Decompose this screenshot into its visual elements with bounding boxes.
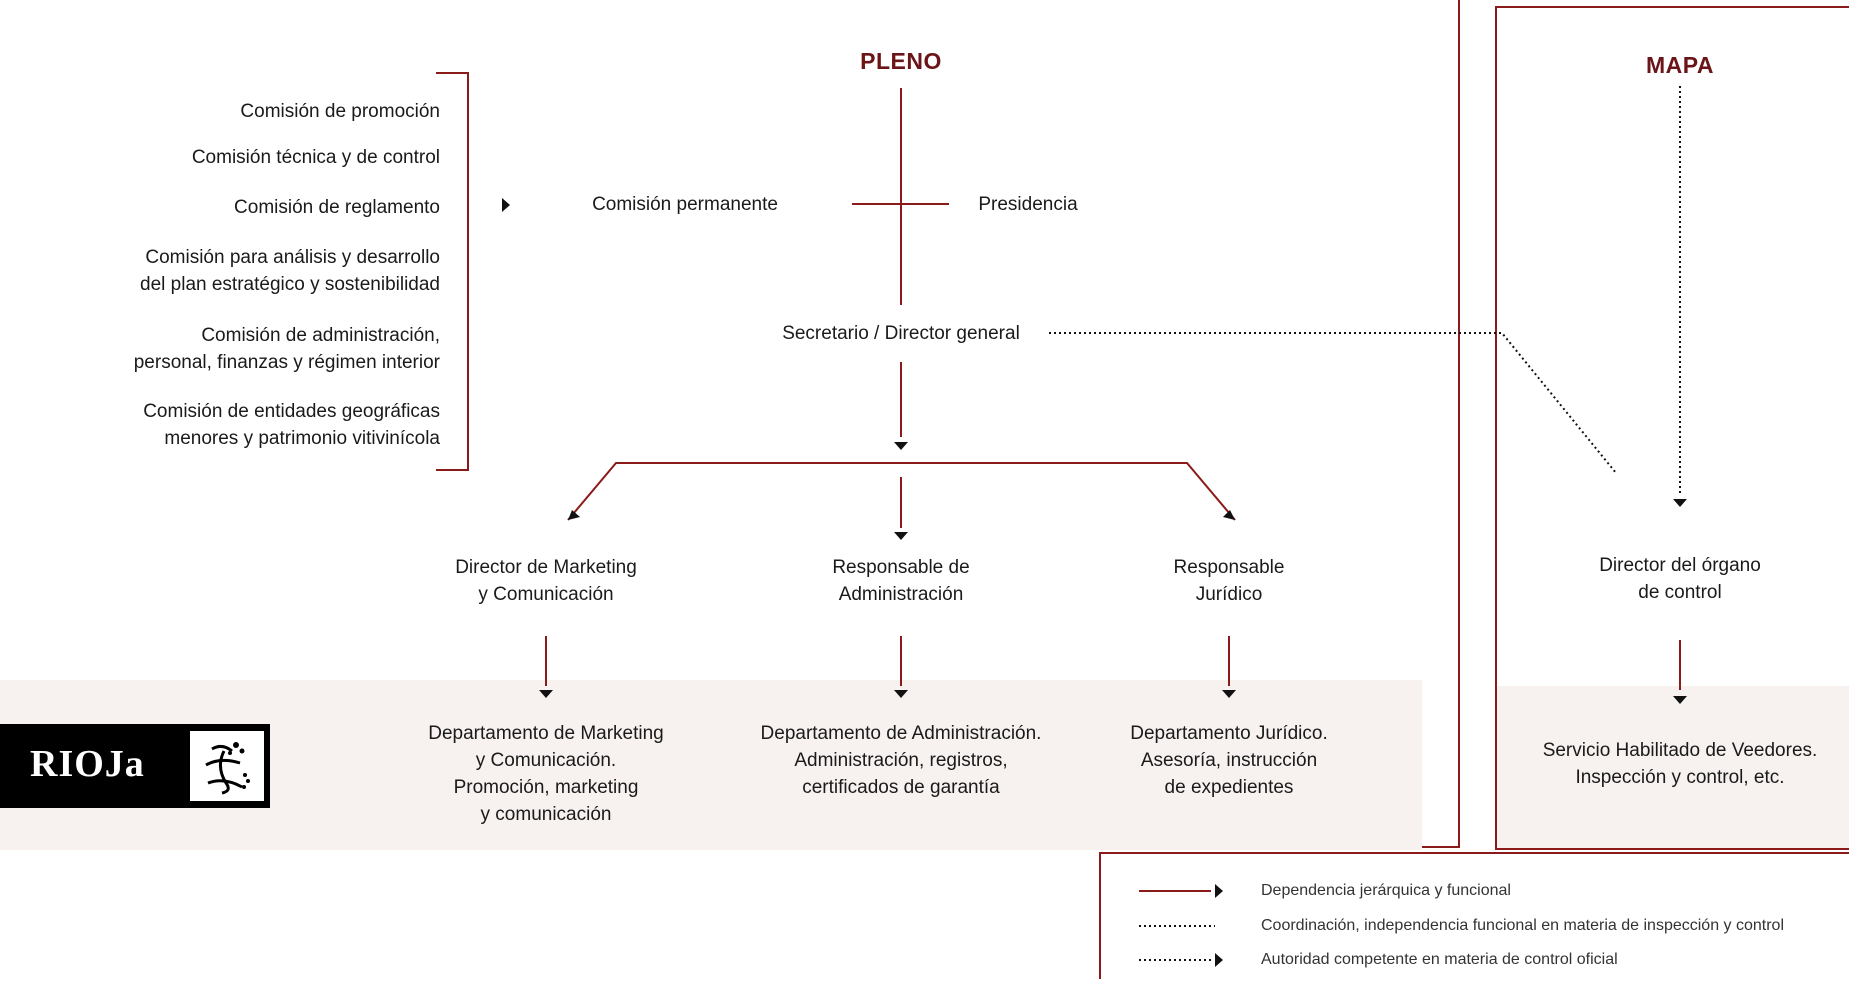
comision-reglamento: Comisión de reglamento bbox=[234, 197, 440, 218]
responsable-juridico: Responsable Jurídico bbox=[1173, 557, 1285, 605]
mapa-title: MAPA bbox=[1645, 52, 1714, 78]
rioja-logo-text: RIOJa bbox=[30, 743, 145, 785]
comision-plan-estrategico: Comisión para análisis y desarrollo del … bbox=[140, 247, 440, 295]
comision-administracion: Comisión de administración, personal, fi… bbox=[133, 325, 440, 373]
legend-item-jerarquica: Dependencia jerárquica y funcional bbox=[1261, 882, 1511, 899]
comision-permanente: Comisión permanente bbox=[592, 194, 778, 215]
legend-symbols bbox=[1139, 884, 1223, 967]
legend: Dependencia jerárquica y funcional Coord… bbox=[1099, 852, 1849, 979]
secretario-director-general: Secretario / Director general bbox=[782, 323, 1020, 344]
presidencia: Presidencia bbox=[978, 194, 1078, 215]
departamento-marketing: Departamento de Marketing y Comunicación… bbox=[428, 723, 664, 825]
comision-promocion: Comisión de promoción bbox=[240, 101, 440, 122]
mapa-band bbox=[1497, 686, 1849, 848]
rioja-logo: RIOJa bbox=[0, 724, 270, 808]
mapa-frame bbox=[1495, 6, 1849, 850]
comision-entidades: Comisión de entidades geográficas menore… bbox=[143, 401, 440, 449]
departamento-administracion: Departamento de Administración. Administ… bbox=[760, 723, 1042, 798]
director-marketing: Director de Marketing y Comunicación bbox=[455, 557, 637, 605]
legend-item-autoridad: Autoridad competente en materia de contr… bbox=[1261, 951, 1618, 968]
legend-item-coordinacion: Coordinación, independencia funcional en… bbox=[1261, 917, 1784, 934]
director-organo-control: Director del órgano de control bbox=[1599, 555, 1761, 603]
comision-tecnica: Comisión técnica y de control bbox=[191, 147, 440, 168]
vine-emblem-icon bbox=[190, 731, 264, 801]
pleno-title: PLENO bbox=[860, 48, 942, 74]
departamento-juridico: Departamento Jurídico. Asesoría, instruc… bbox=[1130, 723, 1328, 798]
responsable-administracion: Responsable de Administración bbox=[832, 557, 970, 605]
servicio-veedores: Servicio Habilitado de Veedores. Inspecc… bbox=[1542, 740, 1818, 788]
